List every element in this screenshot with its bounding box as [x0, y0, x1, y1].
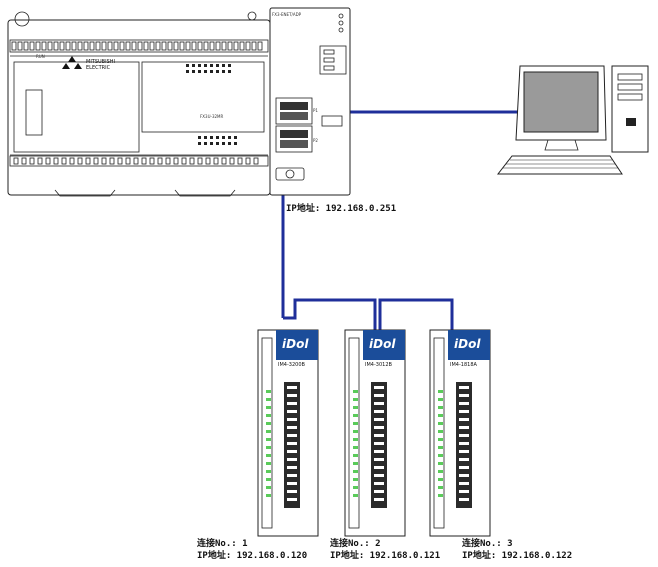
device-1-connect-label: 连接No.: 1 — [197, 537, 248, 549]
plc-series-label: FX3U-32MR — [200, 114, 223, 119]
plc-brand-line1: MITSUBISHI — [86, 59, 115, 65]
ethernet-port-p2-icon — [275, 125, 313, 153]
device-1-model: IM4-3200B — [278, 362, 305, 368]
io-device-1: iDol IM4-3200B — [257, 329, 319, 537]
device-3-ip-label: IP地址: 192.168.0.122 — [462, 549, 572, 561]
desktop-computer-icon — [496, 65, 649, 175]
plc-unit: MITSUBISHI ELECTRIC FX3U-32MR RUN FX3-EN… — [7, 7, 351, 197]
ethernet-port-p1-icon — [275, 97, 313, 125]
plc-ip-label: IP地址: 192.168.0.251 — [286, 202, 396, 214]
io-device-3: iDol IM4-1818A — [429, 329, 491, 537]
ethernet-adapter-module — [269, 7, 351, 196]
io-device-2: iDol IM4-3012B — [344, 329, 406, 537]
adapter-module-label: FX3-ENET/ADP — [272, 12, 302, 17]
device-2-connect-label: 连接No.: 2 — [330, 537, 381, 549]
device-3-brand: iDol — [454, 337, 481, 351]
port-p1-label: P1 — [313, 108, 318, 113]
link-bus-device2 — [378, 298, 454, 330]
ethernet-links — [281, 110, 535, 330]
device-1-brand: iDol — [282, 337, 309, 351]
device-1-ip-label: IP地址: 192.168.0.120 — [197, 549, 307, 561]
device-2-brand: iDol — [369, 337, 396, 351]
mitsubishi-logo-icon — [62, 56, 82, 69]
device-3-connect-label: 连接No.: 3 — [462, 537, 513, 549]
device-3-model: IM4-1818A — [450, 362, 477, 368]
plc-brand-line2: ELECTRIC — [86, 65, 111, 71]
device-2-model: IM4-3012B — [365, 362, 392, 368]
link-bus-device1 — [283, 298, 377, 330]
plc-run-label: RUN — [36, 54, 45, 59]
port-p2-label: P2 — [313, 138, 318, 143]
device-2-ip-label: IP地址: 192.168.0.121 — [330, 549, 440, 561]
